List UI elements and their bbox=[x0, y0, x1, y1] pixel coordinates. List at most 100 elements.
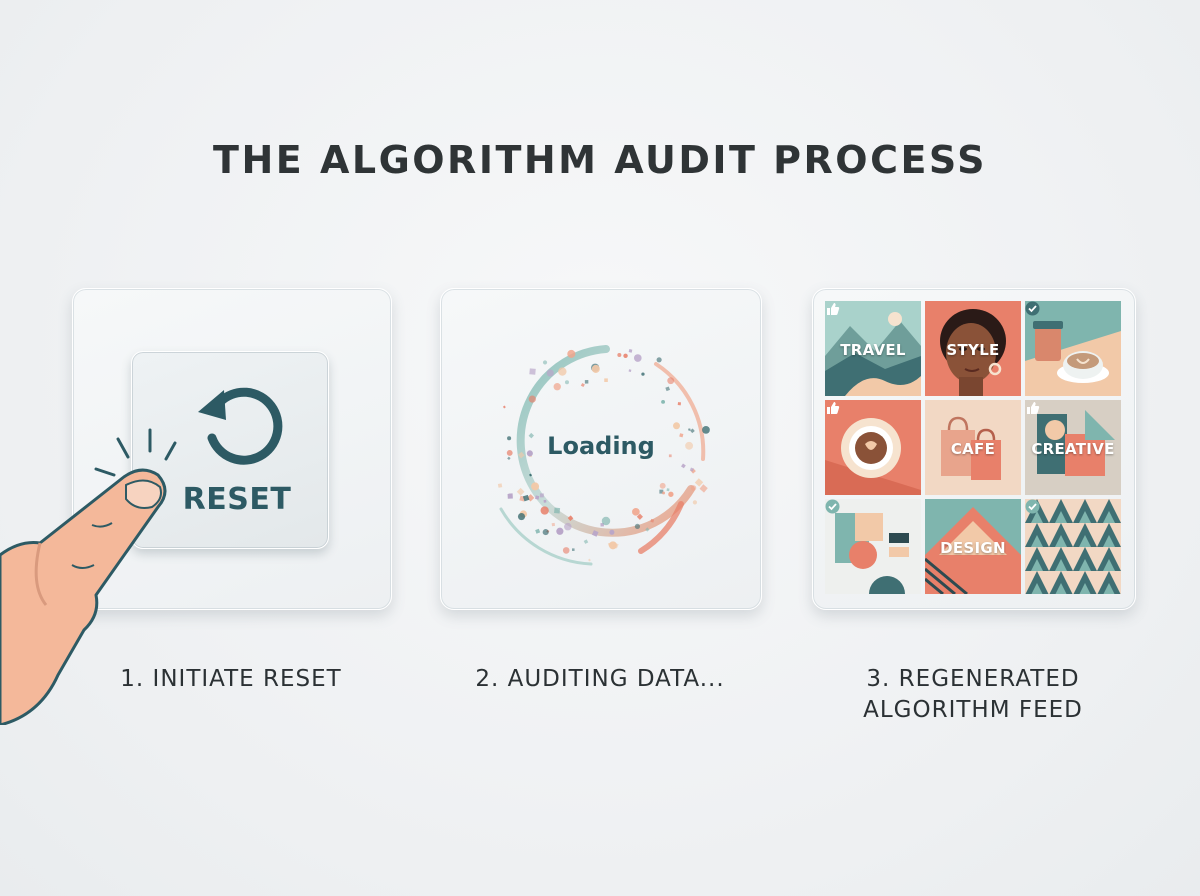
loading-particle bbox=[572, 548, 575, 551]
loading-particle bbox=[554, 507, 561, 514]
loading-particle bbox=[567, 349, 576, 358]
loading-particle bbox=[529, 368, 536, 375]
feed-panel: TRAVEL STYLE bbox=[812, 288, 1136, 610]
loading-particle bbox=[633, 354, 642, 362]
loading-particle bbox=[540, 506, 549, 515]
step-1-caption: 1. INITIATE RESET bbox=[120, 666, 342, 692]
feed-tile-coffee[interactable] bbox=[1025, 301, 1121, 396]
tile-label-design: DESIGN bbox=[940, 539, 1006, 557]
loading-particle bbox=[702, 425, 710, 434]
tile-label-cafe: CAFE bbox=[950, 440, 996, 458]
check-icon bbox=[825, 499, 840, 514]
step-3-caption-line-1: 3. REGENERATED bbox=[866, 666, 1080, 692]
thumbs-up-icon bbox=[827, 402, 840, 414]
loading-particle bbox=[662, 491, 666, 495]
loading-particle bbox=[583, 539, 589, 544]
loading-particle bbox=[516, 487, 525, 496]
loading-particle bbox=[628, 349, 633, 353]
loading-particle bbox=[656, 357, 662, 363]
loading-particle bbox=[617, 353, 622, 358]
loading-particle bbox=[502, 405, 506, 409]
loading-particle bbox=[665, 386, 671, 392]
loading-particle bbox=[529, 473, 533, 477]
tile-label-style: STYLE bbox=[946, 341, 1000, 359]
loading-particle bbox=[632, 508, 640, 516]
loading-particle bbox=[546, 369, 554, 377]
loading-ring-icon bbox=[497, 345, 710, 566]
design-stripes-icon bbox=[925, 499, 1021, 594]
loading-particle bbox=[543, 499, 547, 503]
loading-particle bbox=[588, 558, 591, 562]
loading-particle bbox=[535, 528, 541, 534]
loading-particle bbox=[528, 432, 535, 439]
feed-tile-cafe[interactable]: CAFE bbox=[925, 400, 1021, 495]
loading-particle bbox=[634, 523, 641, 530]
loading-particle bbox=[535, 495, 540, 500]
loading-particle bbox=[623, 353, 628, 359]
loading-particle bbox=[591, 530, 599, 537]
loading-particle bbox=[659, 482, 666, 489]
loading-particle bbox=[661, 399, 666, 404]
feed-tile-pattern[interactable] bbox=[1025, 499, 1121, 594]
loading-particle bbox=[667, 377, 675, 385]
loading-particle bbox=[562, 547, 570, 554]
feed-tile-design[interactable]: DESIGN bbox=[925, 499, 1021, 594]
loading-particle bbox=[645, 527, 650, 532]
thumbs-up-icon bbox=[827, 303, 840, 315]
feed-tile-creative[interactable]: CREATIVE bbox=[1025, 400, 1121, 495]
loading-particle bbox=[668, 454, 672, 458]
loading-particle bbox=[542, 360, 548, 365]
loading-particle bbox=[690, 485, 697, 491]
loading-particle bbox=[681, 463, 686, 469]
feed-tile-shapes[interactable] bbox=[825, 499, 921, 594]
loading-particle bbox=[692, 500, 698, 505]
loading-particle bbox=[564, 522, 572, 531]
loading-particle bbox=[526, 450, 533, 457]
loading-particle bbox=[694, 478, 704, 487]
loading-particle bbox=[567, 515, 574, 522]
loading-particle bbox=[528, 395, 536, 403]
loading-particle bbox=[507, 456, 511, 461]
loading-particle bbox=[609, 529, 615, 535]
loading-particle bbox=[553, 383, 561, 391]
loading-particle bbox=[558, 367, 567, 376]
loading-particle bbox=[497, 483, 503, 488]
loading-particle bbox=[507, 436, 512, 441]
tile-label-creative: CREATIVE bbox=[1031, 440, 1115, 458]
loading-particle bbox=[685, 441, 694, 450]
loading-particle bbox=[628, 369, 632, 372]
reset-button-label: RESET bbox=[182, 482, 292, 517]
feed-tile-travel[interactable]: TRAVEL bbox=[825, 301, 921, 396]
loading-particle bbox=[636, 513, 643, 520]
loading-particle bbox=[668, 491, 674, 497]
reset-button[interactable]: RESET bbox=[131, 351, 329, 549]
reset-arrow-icon bbox=[198, 387, 283, 465]
reset-panel: RESET bbox=[72, 288, 392, 610]
loading-particle bbox=[551, 522, 556, 527]
shopping-bag-icon bbox=[925, 400, 1021, 495]
coffee-cup-icon bbox=[1025, 301, 1121, 396]
check-icon bbox=[1025, 499, 1040, 514]
loading-particle bbox=[612, 542, 619, 549]
feed-tile-style[interactable]: STYLE bbox=[925, 301, 1021, 396]
loading-particle bbox=[601, 516, 611, 526]
loading-particle bbox=[564, 380, 569, 385]
loading-particle bbox=[689, 467, 694, 472]
step-3-caption-line-2: ALGORITHM FEED bbox=[863, 697, 1083, 723]
loading-particle bbox=[641, 372, 645, 376]
abstract-art-icon bbox=[1025, 400, 1121, 495]
loading-particle bbox=[507, 493, 513, 499]
triangle-pattern-icon bbox=[1025, 499, 1121, 594]
thumbs-up-icon bbox=[1027, 402, 1040, 414]
loading-particle bbox=[659, 489, 664, 494]
loading-particle bbox=[518, 451, 525, 459]
loading-particle bbox=[666, 488, 670, 492]
loading-particle bbox=[604, 378, 608, 382]
feed-grid: TRAVEL STYLE bbox=[825, 301, 1123, 597]
portrait-icon bbox=[925, 301, 1021, 396]
feed-tile-latte[interactable] bbox=[825, 400, 921, 495]
loading-particle bbox=[677, 402, 682, 406]
geometric-shapes-icon bbox=[825, 499, 921, 594]
loading-particle bbox=[506, 449, 513, 456]
loading-particle bbox=[539, 493, 544, 498]
